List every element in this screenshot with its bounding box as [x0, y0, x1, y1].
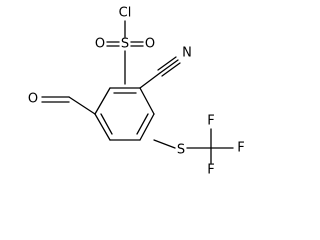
aldehyde-group: O — [28, 92, 96, 115]
atom-label-nitrile-n: N — [182, 46, 192, 61]
bond-ring-to-thioether-s — [153, 139, 176, 149]
ring-bond-c6-c1 — [94, 87, 111, 115]
bond-nitrile-triple-2 — [157, 56, 177, 71]
bond-nitrile-triple-1 — [159, 59, 179, 74]
atom-label-thioether-s: S — [177, 143, 185, 158]
nitrile-group: N — [139, 46, 192, 89]
atom-label-fluorine-bottom: F — [207, 163, 214, 178]
ring-inner-double-c3-c4 — [136, 113, 149, 135]
trifluoromethylthio-group: S F F F — [153, 114, 245, 178]
ring-bond-c3-c4 — [139, 113, 155, 141]
atom-label-sulfonyl-o-left: O — [95, 37, 105, 52]
atom-label-fluorine-right: F — [237, 141, 244, 156]
atom-label-aldehyde-o: O — [28, 92, 38, 107]
ring-bond-c2-c3 — [139, 87, 155, 115]
ring-inner-double-c5-c6 — [100, 113, 113, 135]
bond-ring-to-nitrile-c — [139, 72, 161, 89]
bond-ring-to-aldehyde-c — [68, 96, 96, 115]
bond-nitrile-triple-3 — [161, 62, 181, 77]
atom-label-sulfonyl-o-right: O — [145, 37, 155, 52]
sulfonyl-chloride-group: Cl S O O — [95, 6, 155, 85]
chemical-structure-diagram: Cl S O O N O S F F F — [28, 6, 245, 178]
ring-bond-c5-c6 — [94, 113, 111, 141]
atom-label-fluorine-top: F — [207, 114, 214, 129]
benzene-ring — [94, 87, 155, 141]
atom-label-cl: Cl — [119, 6, 132, 21]
atom-label-sulfonyl-s: S — [121, 37, 129, 52]
